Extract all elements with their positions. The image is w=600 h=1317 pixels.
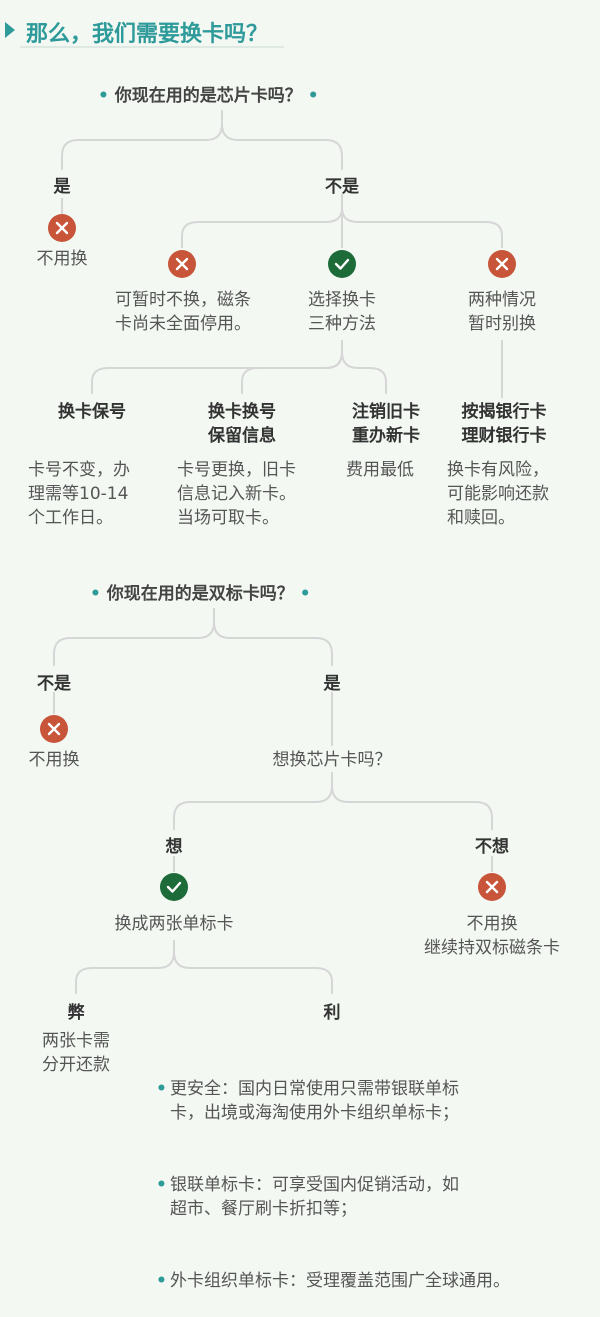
- result-keep-dual-card: 不用换 继续持双标磁条卡: [424, 914, 560, 958]
- check-icon: [160, 873, 188, 901]
- title-underline: [20, 46, 284, 48]
- label-cons: 弊: [67, 1003, 85, 1023]
- x-icon: [48, 214, 76, 242]
- label-not-chip: 不是: [325, 177, 359, 197]
- pros-list: 更安全：国内日常使用只需带银联单标 卡，出境或海淘使用外卡组织单标卡； 银联单标…: [156, 1029, 510, 1317]
- page-title: 那么，我们需要换卡吗？: [26, 22, 269, 47]
- x-icon: [488, 250, 516, 278]
- result-no-change-1: 不用换: [36, 249, 88, 269]
- method-keep-number-title: 换卡保号: [58, 402, 126, 422]
- pros-item-unionpay: 银联单标卡：可享受国内促销活动，如 超市、餐厅刷卡折扣等；: [156, 1173, 510, 1221]
- result-two-single-cards: 换成两张单标卡: [114, 914, 234, 934]
- pros-item-international: 外卡组织单标卡：受理覆盖范围广全球通用。: [156, 1269, 510, 1293]
- situation-cards-title: 按揭银行卡 理财银行卡: [461, 402, 547, 446]
- situation-cards-desc: 换卡有风险， 可能影响还款 和赎回。: [447, 460, 549, 528]
- label-yes-chip: 是: [53, 177, 71, 197]
- label-want: 想: [165, 837, 183, 857]
- cons-text: 两张卡需 分开还款: [42, 1031, 110, 1075]
- method-new-card-title: 注销旧卡 重办新卡: [352, 402, 420, 446]
- method-new-card-desc: 费用最低: [346, 460, 414, 480]
- pros-item-safety: 更安全：国内日常使用只需带银联单标 卡，出境或海淘使用外卡组织单标卡；: [156, 1077, 510, 1125]
- method-change-number-title: 换卡换号 保留信息: [208, 402, 276, 446]
- method-keep-number-desc: 卡号不变，办 理需等10-14 个工作日。: [28, 460, 130, 528]
- label-not-dual: 不是: [37, 674, 71, 694]
- question-chip-card-text: 你现在用的是芯片卡吗？: [114, 86, 302, 106]
- sub-question-want-chip: 想换芯片卡吗？: [272, 750, 392, 770]
- label-dont-want: 不想: [475, 837, 509, 857]
- label-pros: 利: [323, 1003, 341, 1023]
- title-arrow-icon: [5, 22, 15, 38]
- method-change-number-desc: 卡号更换，旧卡 信息记入新卡。 当场可取卡。: [177, 460, 296, 528]
- result-no-change-2: 不用换: [28, 750, 80, 770]
- option-two-situations: 两种情况 暂时别换: [468, 290, 536, 334]
- question-dual-card: • 你现在用的是双标卡吗？ •: [90, 584, 311, 604]
- question-chip-card: • 你现在用的是芯片卡吗？ •: [98, 86, 319, 106]
- option-temporarily-keep: 可暂时不换，磁条 卡尚未全面停用。: [115, 290, 251, 334]
- option-replace-card: 选择换卡 三种方法: [308, 290, 376, 334]
- question-dual-card-text: 你现在用的是双标卡吗？: [106, 584, 294, 604]
- label-is-dual: 是: [323, 674, 341, 694]
- x-icon: [168, 250, 196, 278]
- check-icon: [328, 250, 356, 278]
- tree-connectors: [53, 110, 503, 994]
- x-icon: [40, 715, 68, 743]
- x-icon: [478, 873, 506, 901]
